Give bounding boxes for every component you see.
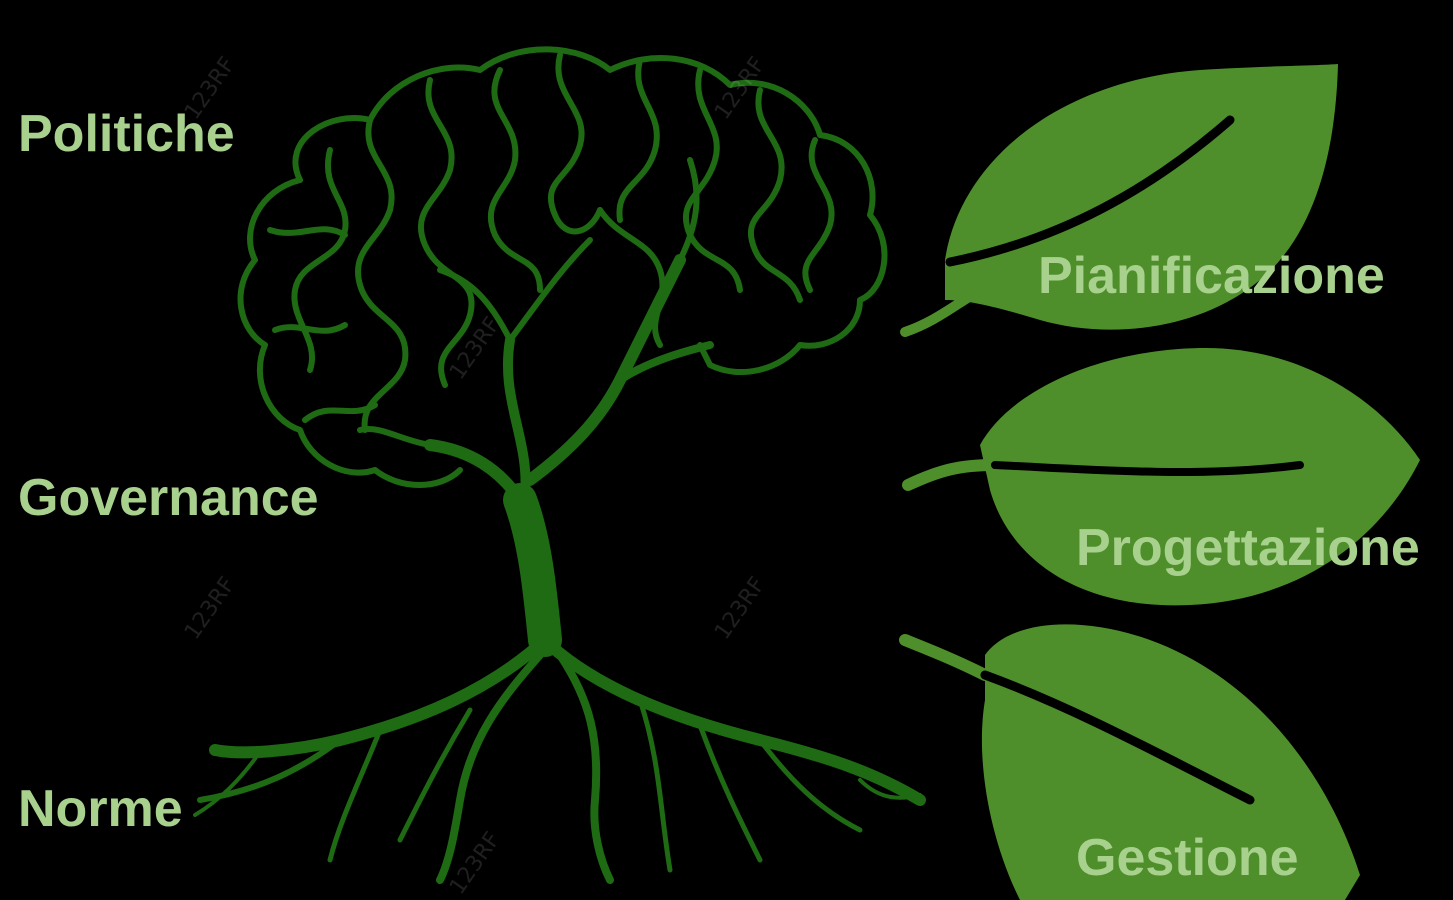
label-politiche: Politiche [18, 105, 235, 163]
label-progettazione: Progettazione [1076, 519, 1420, 577]
label-norme: Norme [18, 780, 183, 838]
label-gestione: Gestione [1076, 829, 1299, 887]
tree-roots [193, 634, 926, 884]
label-governance: Governance [18, 469, 319, 527]
leaf-middle [902, 347, 1420, 606]
label-pianificazione: Pianificazione [1038, 247, 1385, 305]
brain-canopy [237, 46, 888, 488]
tree-trunk-and-branches [357, 157, 714, 657]
leaf-top [900, 64, 1338, 337]
leaf-bottom [899, 624, 1360, 900]
